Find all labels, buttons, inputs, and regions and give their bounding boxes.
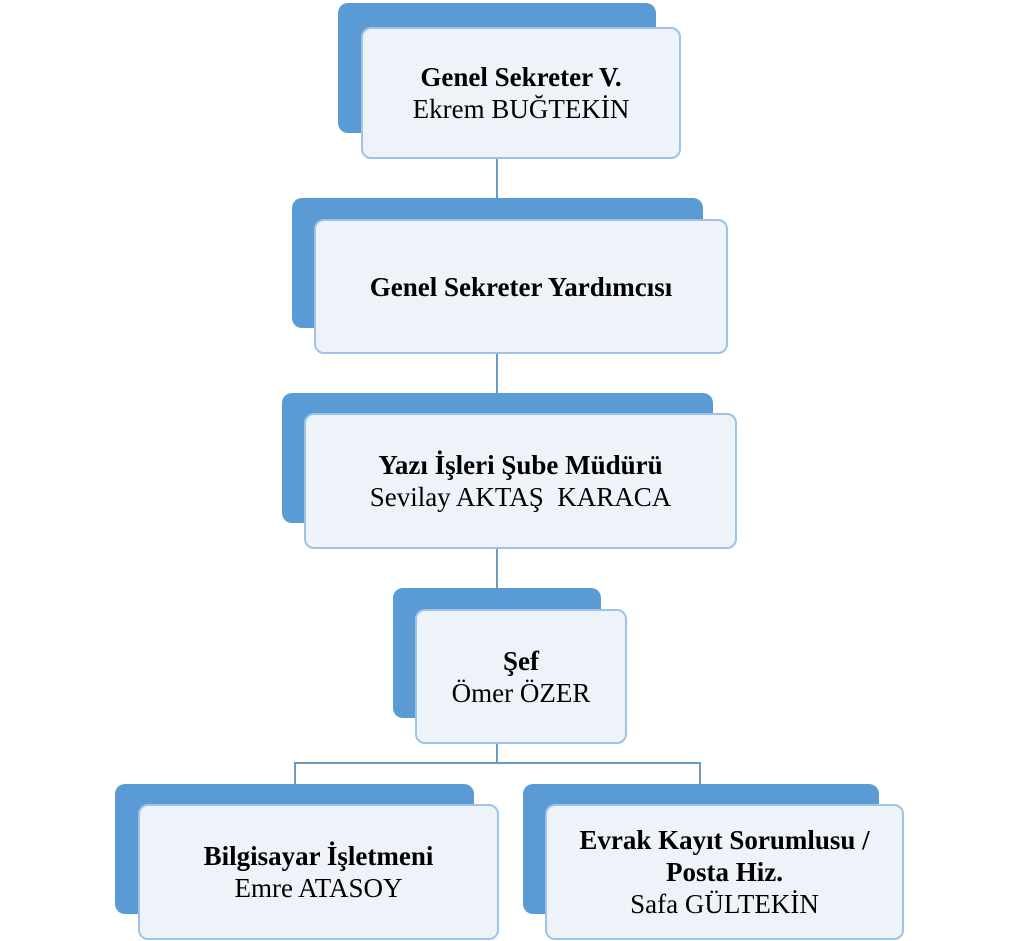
org-node-genel-sekreter-yardimcisi: Genel Sekreter Yardımcısı <box>292 198 728 354</box>
node-person: Ekrem BUĞTEKİN <box>412 94 630 124</box>
node-front-box: Yazı İşleri Şube Müdürü Sevilay AKTAŞ KA… <box>304 413 737 549</box>
node-title: Yazı İşleri Şube Müdürü <box>378 450 663 480</box>
node-person: Safa GÜLTEKİN <box>630 889 819 919</box>
node-person: Sevilay AKTAŞ KARACA <box>369 482 672 512</box>
org-node-evrak-kayit-sorumlusu: Evrak Kayıt Sorumlusu / Posta Hiz. Safa … <box>523 784 904 940</box>
node-title: Evrak Kayıt Sorumlusu / Posta Hiz. <box>579 825 870 887</box>
node-text: Bilgisayar İşletmeni Emre ATASOY <box>140 806 497 938</box>
node-text: Genel Sekreter Yardımcısı <box>316 221 726 352</box>
node-title: Genel Sekreter V. <box>420 62 622 92</box>
node-text: Şef Ömer ÖZER <box>417 611 625 742</box>
org-node-sef: Şef Ömer ÖZER <box>393 588 627 744</box>
node-title: Genel Sekreter Yardımcısı <box>369 271 673 302</box>
node-front-box: Şef Ömer ÖZER <box>415 609 627 744</box>
node-front-box: Genel Sekreter Yardımcısı <box>314 219 728 354</box>
node-person: Emre ATASOY <box>234 873 403 903</box>
node-title: Şef <box>503 645 539 676</box>
node-person: Ömer ÖZER <box>451 677 591 708</box>
org-node-genel-sekreter: Genel Sekreter V. Ekrem BUĞTEKİN <box>338 3 681 159</box>
node-front-box: Genel Sekreter V. Ekrem BUĞTEKİN <box>361 27 681 159</box>
org-node-bilgisayar-isletmeni: Bilgisayar İşletmeni Emre ATASOY <box>115 784 499 940</box>
node-text: Yazı İşleri Şube Müdürü Sevilay AKTAŞ KA… <box>306 415 735 547</box>
node-front-box: Evrak Kayıt Sorumlusu / Posta Hiz. Safa … <box>545 804 904 940</box>
node-text: Genel Sekreter V. Ekrem BUĞTEKİN <box>363 29 679 157</box>
node-text: Evrak Kayıt Sorumlusu / Posta Hiz. Safa … <box>547 806 902 938</box>
node-front-box: Bilgisayar İşletmeni Emre ATASOY <box>138 804 499 940</box>
org-node-yazi-isleri-sube-muduru: Yazı İşleri Şube Müdürü Sevilay AKTAŞ KA… <box>282 393 737 549</box>
node-title: Bilgisayar İşletmeni <box>203 841 434 871</box>
